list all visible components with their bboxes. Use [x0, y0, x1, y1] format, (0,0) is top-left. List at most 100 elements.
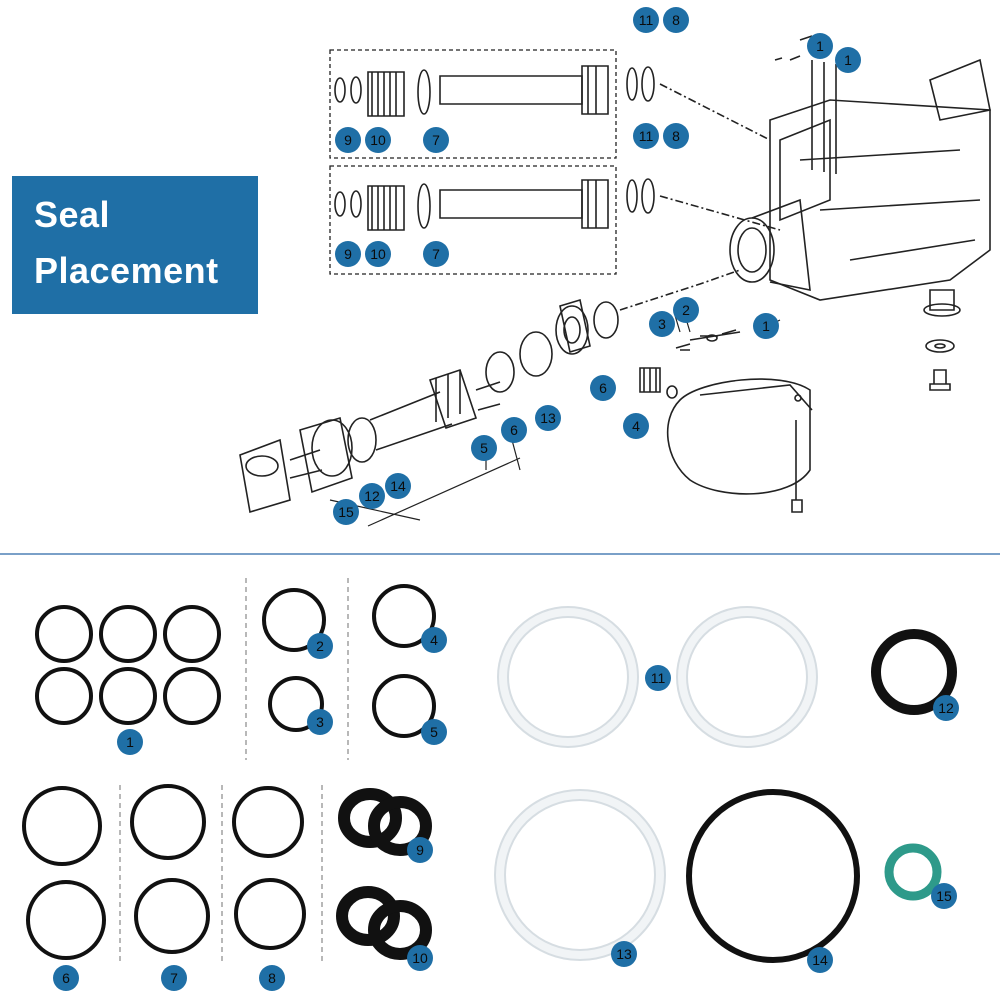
badge-number: 2: [316, 638, 324, 654]
badge-p4: 4: [421, 627, 447, 653]
badge-number: 1: [762, 318, 770, 334]
badge-circle: [611, 941, 637, 967]
badge-number: 11: [639, 128, 654, 144]
badge-p13: 13: [611, 941, 637, 967]
badge-circle: [623, 413, 649, 439]
badge-circle: [53, 965, 79, 991]
part-9-lip-seals: [338, 788, 432, 856]
badge-b13: 13: [535, 405, 561, 431]
badge-b8b: 8: [663, 123, 689, 149]
badge-number: 5: [430, 724, 438, 740]
badge-number: 11: [651, 670, 666, 686]
badge-number: 14: [390, 478, 406, 494]
badge-b15: 15: [333, 499, 359, 525]
upper-kit-parts: [334, 65, 609, 117]
badge-b1b: 1: [835, 47, 861, 73]
badge-p3: 3: [307, 709, 333, 735]
title-line-2: Placement: [34, 250, 219, 291]
badge-circle: [421, 719, 447, 745]
badge-number: 7: [432, 246, 440, 262]
badge-number: 12: [364, 488, 380, 504]
badge-circle: [649, 311, 675, 337]
part-4-oring: [372, 584, 436, 648]
badge-number: 15: [338, 504, 354, 520]
badge-number: 13: [616, 946, 632, 962]
right-small-parts: [923, 289, 961, 391]
badge-b1c: 1: [753, 313, 779, 339]
badge-circle: [365, 127, 391, 153]
badge-b10b: 10: [365, 241, 391, 267]
badge-p1: 1: [117, 729, 143, 755]
badge-circle: [633, 123, 659, 149]
badge-p2: 2: [307, 633, 333, 659]
badge-b1a: 1: [807, 33, 833, 59]
badge-number: 4: [632, 418, 640, 434]
badge-number: 8: [672, 12, 680, 28]
badge-circle: [407, 837, 433, 863]
badge-circle: [117, 729, 143, 755]
part-14-oring: [686, 789, 860, 963]
badge-circle: [307, 709, 333, 735]
badge-number: 15: [936, 888, 952, 904]
kit-box-lower: [329, 165, 617, 275]
badge-b10a: 10: [365, 127, 391, 153]
badge-circle: [307, 633, 333, 659]
badge-number: 9: [416, 842, 424, 858]
badge-number: 6: [62, 970, 70, 986]
gear-housing: [729, 35, 991, 301]
badge-circle: [471, 435, 497, 461]
badge-b6b: 6: [501, 417, 527, 443]
badge-p6: 6: [53, 965, 79, 991]
valve-cover: [666, 378, 813, 513]
badge-b7b: 7: [423, 241, 449, 267]
badge-b12: 12: [359, 483, 385, 509]
badge-circle: [365, 241, 391, 267]
badge-circle: [501, 417, 527, 443]
badge-number: 2: [682, 302, 690, 318]
badge-number: 8: [268, 970, 276, 986]
section-divider: [0, 553, 1000, 555]
badge-circle: [590, 375, 616, 401]
kit-box-upper: [329, 49, 617, 159]
badge-b3: 3: [649, 311, 675, 337]
badge-p11: 11: [645, 665, 671, 691]
part-8-orings: [232, 786, 306, 950]
badge-circle: [633, 7, 659, 33]
part-15-green-seal: [884, 843, 942, 901]
badge-number: 8: [672, 128, 680, 144]
center-seal-stack: [485, 269, 741, 399]
badge-circle: [807, 947, 833, 973]
badge-number: 1: [816, 38, 824, 54]
badge-number: 3: [658, 316, 666, 332]
badge-number: 10: [370, 246, 386, 262]
part-6-orings: [22, 786, 106, 960]
badge-number: 11: [639, 12, 654, 28]
title-panel: Seal Placement: [12, 176, 258, 314]
lower-kit-parts: [334, 179, 609, 231]
badge-b7a: 7: [423, 127, 449, 153]
badge-number: 1: [844, 52, 852, 68]
badge-circle: [423, 241, 449, 267]
badge-b8a: 8: [663, 7, 689, 33]
badge-number: 6: [510, 422, 518, 438]
piston-rod: [239, 368, 501, 514]
badge-number: 6: [599, 380, 607, 396]
badge-number: 3: [316, 714, 324, 730]
badge-b9a: 9: [335, 127, 361, 153]
part-13-teflon-ring: [494, 789, 666, 961]
part-7-orings: [130, 784, 210, 954]
parts-grid: [22, 578, 957, 965]
badge-circle: [535, 405, 561, 431]
badge-circle: [421, 627, 447, 653]
badge-circle: [423, 127, 449, 153]
badge-p8: 8: [259, 965, 285, 991]
badge-p14: 14: [807, 947, 833, 973]
badge-circle: [673, 297, 699, 323]
part-5-oring: [372, 674, 436, 738]
part-3-oring: [268, 676, 324, 732]
badge-circle: [645, 665, 671, 691]
badge-number: 5: [480, 440, 488, 456]
